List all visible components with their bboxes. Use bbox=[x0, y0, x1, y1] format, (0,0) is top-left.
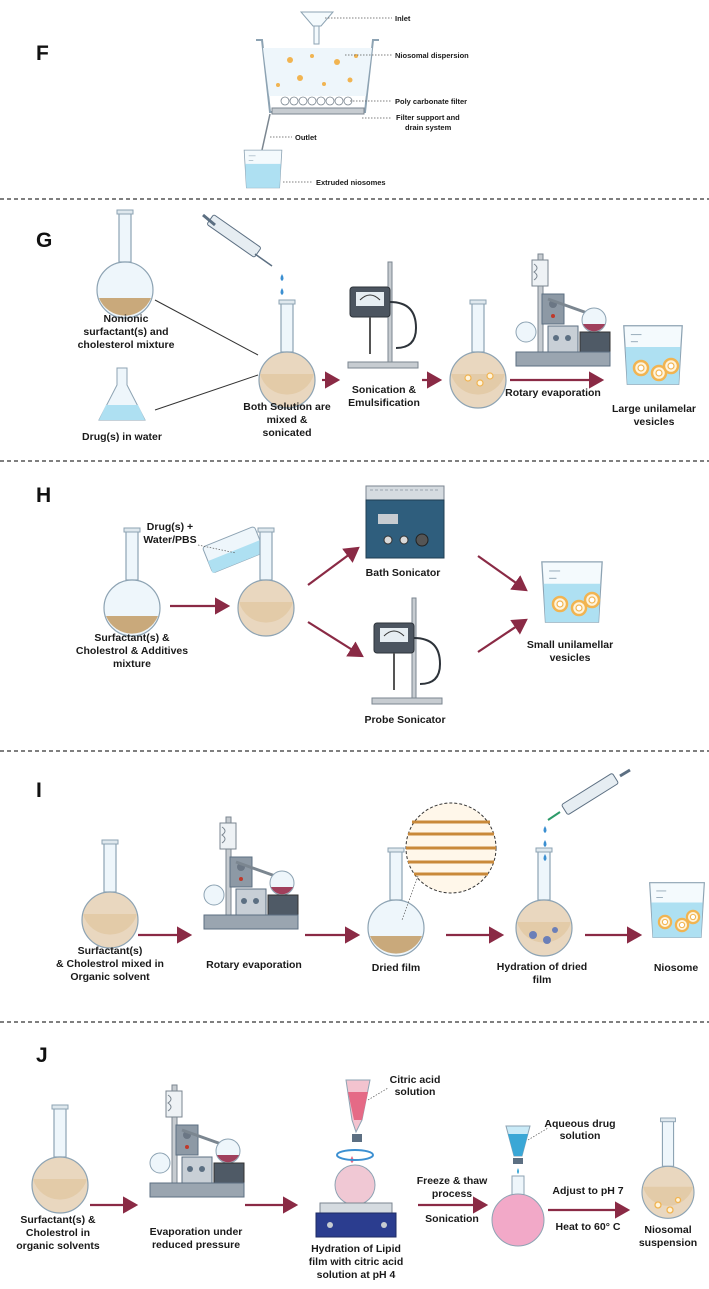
syringe-icon bbox=[202, 213, 284, 309]
label-j-sonic: Sonication bbox=[425, 1213, 479, 1225]
label-i-surf-1: Surfactant(s) bbox=[78, 945, 143, 957]
funnel-icon bbox=[299, 11, 335, 45]
tilted-beaker-icon bbox=[202, 526, 265, 574]
label-i-hyd-2: film bbox=[533, 974, 552, 986]
section-f: F Inlet bbox=[36, 11, 469, 189]
label-i-rot: Rotary evaporation bbox=[206, 959, 302, 971]
label-g-surf-2: surfactant(s) and bbox=[83, 326, 168, 338]
label-g-surf-1: Nonionic bbox=[104, 313, 149, 325]
label-j-surf-3: organic solvents bbox=[16, 1240, 100, 1252]
label-g-mix-1: Both Solution are bbox=[243, 401, 331, 413]
label-h-surf-2: Cholestrol & Additives bbox=[76, 645, 188, 657]
label-j-ns-2: suspension bbox=[639, 1237, 697, 1249]
rotary-evaporator-g bbox=[514, 252, 612, 368]
erlenmeyer-flask bbox=[98, 367, 146, 421]
label-i-surf-3: Organic solvent bbox=[70, 971, 150, 983]
label-j-ns-1: Niosomal bbox=[644, 1224, 691, 1236]
section-letter-h: H bbox=[36, 484, 51, 507]
label-outlet: Outlet bbox=[295, 133, 317, 142]
label-g-rot: Rotary evaporation bbox=[505, 387, 601, 399]
label-h-bath: Bath Sonicator bbox=[366, 567, 441, 579]
label-h-suv-1: Small unilamellar bbox=[527, 639, 613, 651]
label-inlet: Inlet bbox=[395, 14, 411, 23]
label-j-ft-1: Freeze & thaw bbox=[417, 1175, 488, 1187]
label-i-hyd-1: Hydration of dried bbox=[497, 961, 587, 973]
flask-j-suspension bbox=[641, 1117, 695, 1219]
label-j-citric-2: solution bbox=[395, 1086, 436, 1098]
section-letter-g: G bbox=[36, 229, 52, 252]
small-beaker bbox=[243, 149, 283, 189]
extrusion-tank bbox=[256, 39, 379, 151]
label-support-1: Filter support and bbox=[396, 113, 460, 122]
label-extruded: Extruded niosomes bbox=[316, 178, 386, 187]
aqueous-funnel-icon bbox=[505, 1125, 531, 1174]
label-h-drug-2: Water/PBS bbox=[143, 534, 196, 546]
label-j-ph: Adjust to pH 7 bbox=[552, 1185, 623, 1197]
section-letter-j: J bbox=[36, 1044, 48, 1067]
section-g: G Nonionic surfactant(s) and cholesterol… bbox=[36, 209, 696, 443]
rotary-evaporator-j bbox=[148, 1083, 246, 1199]
label-g-drug: Drug(s) in water bbox=[82, 431, 162, 443]
label-niosomal-dispersion: Niosomal dispersion bbox=[395, 51, 469, 60]
label-j-aq-1: Aqueous drug bbox=[544, 1118, 615, 1130]
label-g-mix-2: mixed & bbox=[267, 414, 308, 426]
label-g-luv-2: vesicles bbox=[634, 416, 675, 428]
flask-emulsion bbox=[449, 299, 507, 409]
citric-funnel-icon bbox=[345, 1079, 371, 1163]
section-j: J Surfactant(s) & Cholestrol in organic … bbox=[16, 1044, 697, 1281]
flask-i-surfactant bbox=[81, 839, 139, 949]
label-j-evap-2: reduced pressure bbox=[152, 1239, 240, 1251]
flask-mixed bbox=[258, 299, 316, 409]
label-g-son-1: Sonication & bbox=[352, 384, 417, 396]
label-i-dried: Dried film bbox=[372, 962, 420, 974]
section-letter-i: I bbox=[36, 779, 42, 802]
label-h-surf-3: mixture bbox=[113, 658, 151, 670]
label-filter: Poly carbonate filter bbox=[395, 97, 467, 106]
label-h-surf-1: Surfactant(s) & bbox=[94, 632, 170, 644]
label-g-luv-1: Large unilamelar bbox=[612, 403, 696, 415]
probe-sonicator-h bbox=[371, 597, 443, 705]
label-i-nio: Niosome bbox=[654, 962, 699, 974]
label-j-hyd-2: film with citric acid bbox=[309, 1256, 404, 1268]
rotary-evaporator-i bbox=[202, 815, 300, 931]
lipid-bilayer-zoom bbox=[401, 802, 497, 921]
flask-j-pink bbox=[491, 1175, 545, 1247]
section-letter-f: F bbox=[36, 42, 49, 65]
label-j-ft-2: process bbox=[432, 1188, 472, 1200]
flask-surfactant bbox=[96, 209, 154, 319]
label-j-aq-2: solution bbox=[560, 1130, 601, 1142]
label-j-surf-2: Cholestrol in bbox=[26, 1227, 90, 1239]
probe-sonicator-g bbox=[347, 261, 419, 369]
syringe-i-icon bbox=[543, 768, 631, 861]
section-h: H Drug(s) + Water/PBS Surfactant(s) & Ch… bbox=[36, 484, 613, 726]
label-j-citric-1: Citric acid bbox=[390, 1074, 441, 1086]
label-h-drug-1: Drug(s) + bbox=[147, 521, 193, 533]
hotplate-stirrer-icon bbox=[315, 1149, 397, 1238]
label-g-mix-3: sonicated bbox=[262, 427, 311, 439]
label-j-surf-1: Surfactant(s) & bbox=[20, 1214, 96, 1226]
label-i-surf-2: & Cholestrol mixed in bbox=[56, 958, 164, 970]
label-g-son-2: Emulsification bbox=[348, 397, 420, 409]
label-h-suv-2: vesicles bbox=[550, 652, 591, 664]
filter-honeycomb bbox=[280, 96, 353, 106]
section-i: I Surfactant(s) & Cholestrol mixed in Or… bbox=[36, 768, 706, 986]
label-g-surf-3: cholesterol mixture bbox=[78, 339, 175, 351]
label-h-probe: Probe Sonicator bbox=[364, 714, 445, 726]
label-j-evap-1: Evaporation under bbox=[150, 1226, 243, 1238]
bath-sonicator-icon bbox=[365, 485, 445, 559]
flask-j-surfactant bbox=[31, 1104, 89, 1214]
label-j-hyd-1: Hydration of Lipid bbox=[311, 1243, 401, 1255]
label-support-2: drain system bbox=[405, 123, 452, 132]
label-j-heat: Heat to 60° C bbox=[556, 1221, 621, 1233]
label-j-hyd-3: solution at pH 4 bbox=[317, 1269, 396, 1281]
